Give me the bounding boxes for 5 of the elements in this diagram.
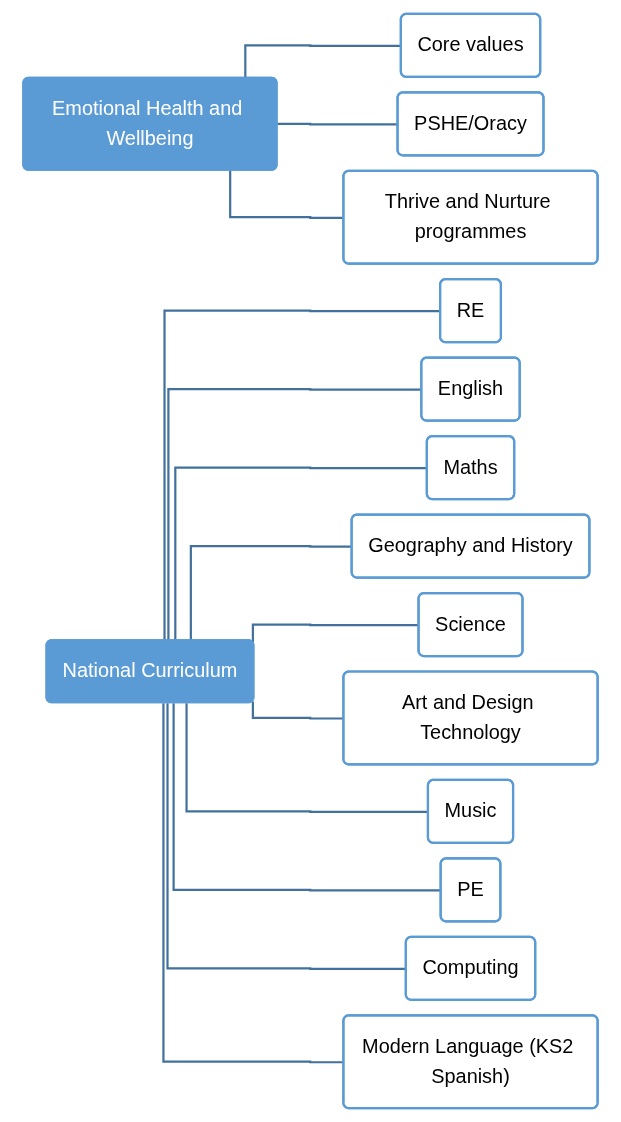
connector <box>163 309 441 641</box>
connector <box>174 466 428 641</box>
connector <box>244 44 402 78</box>
connector <box>185 703 429 813</box>
connector <box>166 703 407 970</box>
